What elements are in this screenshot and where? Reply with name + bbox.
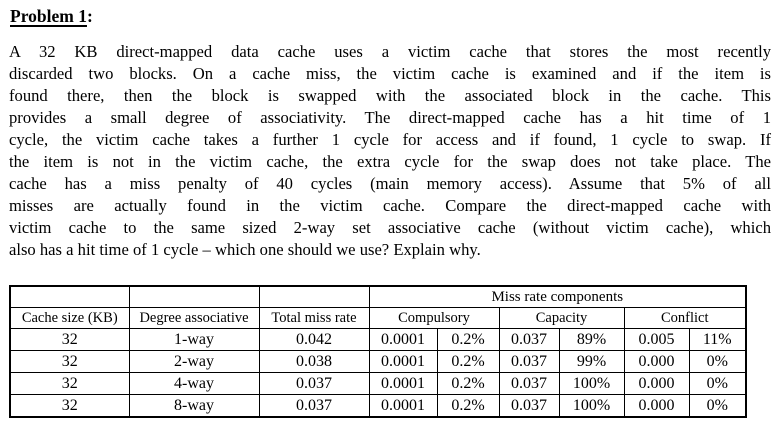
table-row: 32 1-way 0.042 0.0001 0.2% 0.037 89% 0.0…	[9, 328, 747, 351]
problem-title-text: Problem 1	[10, 6, 87, 26]
cell-compulsory-pct: 0.2%	[436, 328, 500, 351]
paragraph-line: victim cache to the same sized 2-way set…	[9, 218, 771, 237]
paragraph-line: discarded two blocks. On a cache miss, t…	[9, 64, 771, 83]
cell-total-miss-rate: 0.037	[258, 372, 370, 395]
col-header-conflict: Conflict	[623, 307, 747, 329]
cell-capacity-pct: 100%	[558, 372, 625, 395]
col-header-total-miss-rate: Total miss rate	[258, 307, 370, 329]
cell-total-miss-rate: 0.037	[258, 394, 370, 418]
empty-header-cell	[128, 285, 260, 308]
cell-conflict-rate: 0.005	[623, 328, 690, 351]
cell-compulsory-rate: 0.0001	[368, 328, 438, 351]
table-row: 32 4-way 0.037 0.0001 0.2% 0.037 100% 0.…	[9, 372, 747, 395]
paragraph-line: cycle, the victim cache takes a further …	[9, 130, 771, 149]
cell-cache-size: 32	[9, 394, 130, 418]
cell-compulsory-pct: 0.2%	[436, 372, 500, 395]
col-header-cache-size: Cache size (KB)	[9, 307, 130, 329]
cell-capacity-rate: 0.037	[498, 372, 560, 395]
cell-capacity-rate: 0.037	[498, 394, 560, 418]
cell-conflict-pct: 0%	[688, 394, 747, 418]
cell-compulsory-pct: 0.2%	[436, 394, 500, 418]
cell-conflict-rate: 0.000	[623, 350, 690, 373]
miss-rate-table: Miss rate components Cache size (KB) Deg…	[9, 285, 748, 418]
cell-capacity-rate: 0.037	[498, 350, 560, 373]
cell-degree-associative: 1-way	[128, 328, 260, 351]
problem-title-colon: :	[86, 6, 93, 26]
table-header-group-row: Miss rate components	[9, 285, 747, 308]
cell-total-miss-rate: 0.038	[258, 350, 370, 373]
paragraph-line: the item is not in the victim cache, the…	[9, 152, 771, 171]
cell-compulsory-rate: 0.0001	[368, 394, 438, 418]
cell-capacity-pct: 100%	[558, 394, 625, 418]
cell-degree-associative: 4-way	[128, 372, 260, 395]
cell-degree-associative: 8-way	[128, 394, 260, 418]
cell-cache-size: 32	[9, 328, 130, 351]
cell-total-miss-rate: 0.042	[258, 328, 370, 351]
cell-compulsory-rate: 0.0001	[368, 372, 438, 395]
empty-header-cell	[9, 285, 130, 308]
empty-header-cell	[258, 285, 370, 308]
table-row: 32 2-way 0.038 0.0001 0.2% 0.037 99% 0.0…	[9, 350, 747, 373]
paragraph-line: misses are actually found in the victim …	[9, 196, 771, 215]
cell-capacity-rate: 0.037	[498, 328, 560, 351]
cell-degree-associative: 2-way	[128, 350, 260, 373]
problem-statement: A 32 KB direct-mapped data cache uses a …	[9, 41, 771, 261]
paragraph-line: also has a hit time of 1 cycle – which o…	[9, 240, 481, 259]
paragraph-line: found there, then the block is swapped w…	[9, 86, 771, 105]
cell-compulsory-rate: 0.0001	[368, 350, 438, 373]
cell-conflict-pct: 0%	[688, 372, 747, 395]
miss-rate-components-header: Miss rate components	[368, 285, 747, 308]
document-page: Problem 1: A 32 KB direct-mapped data ca…	[9, 6, 771, 418]
col-header-compulsory: Compulsory	[368, 307, 500, 329]
paragraph-line: cache has a miss penalty of 40 cycles (m…	[9, 174, 771, 193]
cell-conflict-rate: 0.000	[623, 372, 690, 395]
col-header-degree-associative: Degree associative	[128, 307, 260, 329]
cell-cache-size: 32	[9, 372, 130, 395]
paragraph-line: provides a small degree of associativity…	[9, 108, 771, 127]
cell-cache-size: 32	[9, 350, 130, 373]
cell-conflict-pct: 0%	[688, 350, 747, 373]
problem-title: Problem 1:	[10, 6, 771, 27]
cell-compulsory-pct: 0.2%	[436, 350, 500, 373]
col-header-capacity: Capacity	[498, 307, 625, 329]
table-header-row: Cache size (KB) Degree associative Total…	[9, 307, 747, 329]
table-row: 32 8-way 0.037 0.0001 0.2% 0.037 100% 0.…	[9, 394, 747, 418]
paragraph-line: A 32 KB direct-mapped data cache uses a …	[9, 42, 771, 61]
cell-capacity-pct: 89%	[558, 328, 625, 351]
cell-conflict-pct: 11%	[688, 328, 747, 351]
cell-capacity-pct: 99%	[558, 350, 625, 373]
cell-conflict-rate: 0.000	[623, 394, 690, 418]
